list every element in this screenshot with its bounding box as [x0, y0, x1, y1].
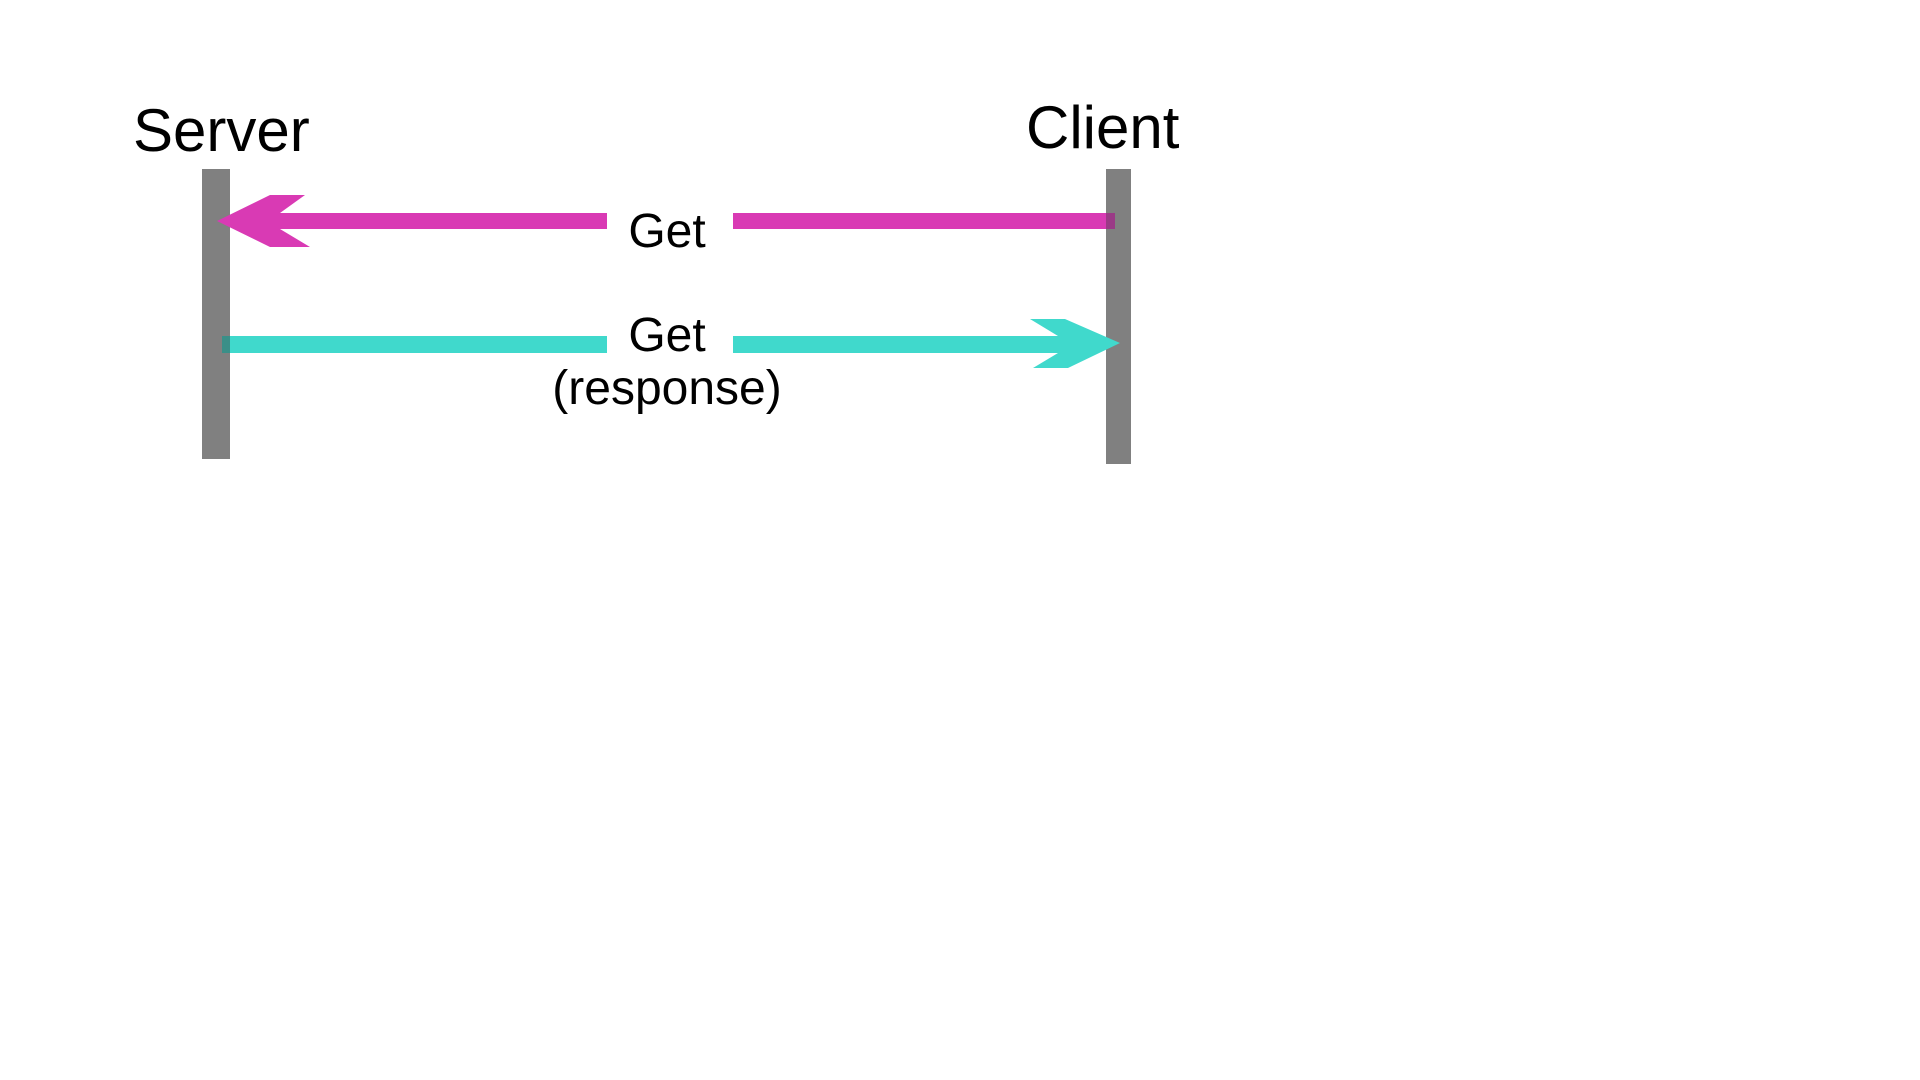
get-response-label: Get (response) — [497, 309, 837, 415]
get-request-label: Get — [628, 205, 706, 258]
get-response-arrow — [222, 319, 1120, 368]
get-response-arrow-shaft-right — [733, 336, 1073, 353]
get-response-label-line1: Get — [628, 309, 706, 362]
get-request-arrow-shaft-left — [255, 213, 607, 229]
client-lifeline-overlap — [1106, 213, 1115, 229]
client-label: Client — [1026, 94, 1180, 161]
server-lifeline — [202, 169, 230, 459]
server-lifeline-overlap — [222, 336, 230, 353]
server-label: Server — [133, 97, 310, 164]
get-request-arrow — [217, 195, 1115, 247]
get-response-arrowhead — [1030, 319, 1120, 368]
get-response-label-line2: (response) — [552, 362, 782, 415]
get-request-arrow-shaft-right — [733, 213, 1115, 229]
get-request-arrowhead — [217, 195, 310, 247]
get-response-arrow-shaft-left — [222, 336, 607, 353]
